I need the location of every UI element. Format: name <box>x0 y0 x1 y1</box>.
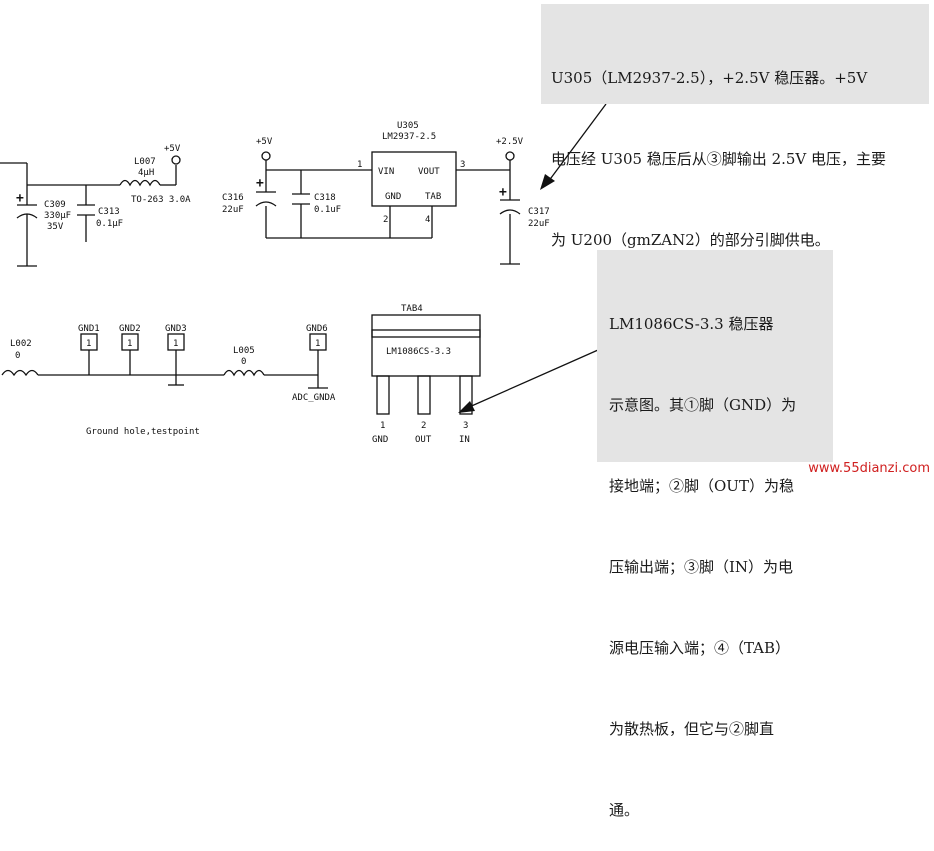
supply-5v-label-u305: +5V <box>256 137 273 147</box>
lm1086-pin-num-3: 3 <box>463 421 468 431</box>
c313-capacitor-symbol <box>77 204 95 216</box>
lm1086-pin-name-gnd: GND <box>372 435 388 445</box>
lm1086-lead-1 <box>376 375 390 415</box>
lm1086-pin-name-out: OUT <box>415 435 432 445</box>
u305-ic-body <box>371 151 457 207</box>
u305-wires <box>265 160 511 264</box>
callout-lm1086-line-7: 通。 <box>609 801 640 819</box>
testpoint-pad-num-gnd2: 1 <box>127 339 132 349</box>
plus-sign-c316: + <box>256 176 264 191</box>
c313-value: 0.1μF <box>96 219 123 229</box>
c309-capacitor-symbol <box>16 185 38 230</box>
testpoint-label-gnd2: GND2 <box>119 324 141 334</box>
testpoint-pad-num-gnd1: 1 <box>86 339 91 349</box>
l005-inductor-symbol <box>223 369 265 377</box>
lm1086-pin-num-2: 2 <box>421 421 426 431</box>
lm1086-pin-num-1: 1 <box>380 421 385 431</box>
c318-value: 0.1uF <box>314 205 341 215</box>
arrow-to-u305 <box>547 103 607 183</box>
callout-u305-description: U305（LM2937-2.5），+2.5V 稳压器。+5V 电压经 U305 … <box>541 4 929 249</box>
u305-pin-gnd: GND <box>385 192 401 202</box>
l002-ref: L002 <box>10 339 32 349</box>
c309-ref: C309 <box>44 200 66 210</box>
c318-capacitor-symbol <box>292 193 310 205</box>
callout-u305-line-2: 电压经 U305 稳压后从③脚输出 2.5V 电压，主要 <box>551 150 887 168</box>
testpoint-label-gnd1: GND1 <box>78 324 100 334</box>
supply-5v-label-left: +5V <box>164 144 181 154</box>
arrowhead-lm1086 <box>458 401 475 413</box>
testpoint-pad-num-gnd6: 1 <box>315 339 320 349</box>
l002-value: 0 <box>15 351 20 361</box>
u305-pin-1: 1 <box>357 160 362 170</box>
arrowhead-u305 <box>540 174 555 190</box>
callout-lm1086-description: LM1086CS-3.3 稳压器 示意图。其①脚（GND）为 接地端；②脚（OU… <box>597 250 833 819</box>
lm1086-part-label: LM1086CS-3.3 <box>386 347 451 357</box>
testpoint-pad-gnd2 <box>121 333 139 351</box>
c316-value: 22uF <box>222 205 244 215</box>
u305-part: LM2937-2.5 <box>382 132 436 142</box>
c317-capacitor-symbol <box>499 199 521 215</box>
callout-lm1086-line-3: 接地端；②脚（OUT）为稳 <box>609 477 794 495</box>
u305-pin-4: 4 <box>425 215 430 225</box>
callout-lm1086-line-5: 源电压输入端；④（TAB） <box>609 639 791 657</box>
callout-u305-line-1: U305（LM2937-2.5），+2.5V 稳压器。+5V <box>551 69 868 87</box>
u305-pin-3: 3 <box>460 160 465 170</box>
supply-2v5-label: +2.5V <box>496 137 524 147</box>
adc-gnda-net-label: ADC_GNDA <box>292 393 336 403</box>
u305-ref: U305 <box>397 121 419 131</box>
lm1086-tab-label: TAB4 <box>401 304 423 314</box>
u305-pin-2: 2 <box>383 215 388 225</box>
l005-value: 0 <box>241 357 246 367</box>
schematic-canvas: C309 330μF 35V C313 0.1μF L007 4μH TO-26… <box>0 103 607 445</box>
lm1086-lead-3 <box>459 375 473 415</box>
lm1086-lead-2 <box>417 375 431 415</box>
testpoint-label-gnd6: GND6 <box>306 324 328 334</box>
testpoint-pad-gnd6 <box>309 333 327 351</box>
c318-ref: C318 <box>314 193 336 203</box>
lm1086-pin-name-in: IN <box>459 435 470 445</box>
testpoint-pad-num-gnd3: 1 <box>173 339 178 349</box>
l007-value: 4μH <box>138 168 154 178</box>
c309-value: 330μF <box>44 211 71 221</box>
left-filter-wires <box>0 162 177 266</box>
c317-ref: C317 <box>528 207 550 217</box>
c317-value: 22uF <box>528 219 550 229</box>
callout-lm1086-line-1: LM1086CS-3.3 稳压器 <box>609 315 774 333</box>
plus-sign-c317: + <box>499 185 507 200</box>
callout-lm1086-line-2: 示意图。其①脚（GND）为 <box>609 396 797 414</box>
c316-ref: C316 <box>222 193 244 203</box>
lm1086-tab <box>371 314 481 338</box>
testpoint-label-gnd3: GND3 <box>165 324 187 334</box>
c316-capacitor-symbol <box>255 191 277 207</box>
plus-sign-c309: + <box>16 191 24 206</box>
l007-ref: L007 <box>134 157 156 167</box>
l002-inductor-symbol <box>1 369 39 377</box>
u305-pin-tab: TAB <box>425 192 441 202</box>
testpoint-pad-gnd3 <box>167 333 185 351</box>
arrow-to-lm1086 <box>466 349 599 409</box>
c309-voltage: 35V <box>47 222 64 232</box>
testpoint-pad-gnd1 <box>80 333 98 351</box>
c313-ref: C313 <box>98 207 120 217</box>
ground-section-wires <box>38 350 319 388</box>
l007-package: TO-263 3.0A <box>131 195 191 205</box>
l007-inductor-symbol <box>119 179 161 187</box>
u305-pin-vin: VIN <box>378 167 394 177</box>
watermark-text: www.55dianzi.com <box>808 461 930 476</box>
callout-u305-line-3: 为 U200（gmZAN2）的部分引脚供电。 <box>551 231 830 249</box>
ground-hole-caption: Ground hole,testpoint <box>86 427 200 437</box>
supply-2v5-pin <box>505 151 515 161</box>
l005-ref: L005 <box>233 346 255 356</box>
supply-5v-pin-left <box>171 155 181 165</box>
supply-5v-pin-u305 <box>261 151 271 161</box>
callout-lm1086-line-4: 压输出端；③脚（IN）为电 <box>609 558 794 576</box>
callout-lm1086-line-6: 为散热板，但它与②脚直 <box>609 720 775 738</box>
u305-pin-vout: VOUT <box>418 167 440 177</box>
